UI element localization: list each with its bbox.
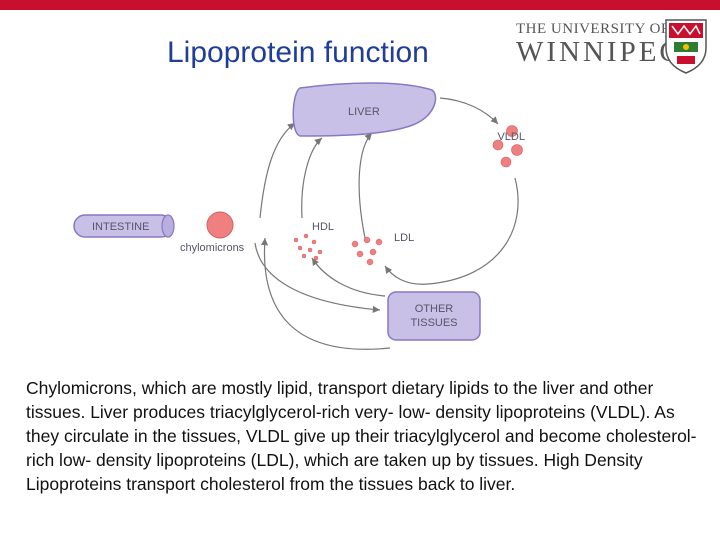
ldl-label: LDL: [394, 232, 414, 244]
circulation-arrows: [254, 97, 519, 350]
arrow-liver-to-vldl: [439, 97, 499, 125]
chylomicron-particle: [206, 211, 234, 239]
liver-shape: [292, 82, 437, 137]
other-tissues-box: [387, 291, 481, 341]
logo-line-2: WINNIPEG: [516, 36, 684, 68]
intestine-label: INTESTINE: [92, 221, 149, 233]
ldl-particles: [351, 236, 383, 266]
vldl-label: VLDL: [497, 131, 525, 143]
tissues-label-line-1: OTHER: [415, 303, 454, 315]
tissues-label-line-2: TISSUES: [410, 317, 457, 329]
vldl-particles: [492, 125, 523, 168]
liver-label: LIVER: [348, 106, 380, 118]
arrow-chylomicrons-to-tissues: [254, 242, 381, 313]
top-accent-bar: [0, 0, 720, 10]
lipoprotein-cycle-diagram: LIVER VLDL HDL LDL INTESTINE chylomicron…: [73, 82, 525, 350]
hdl-particles: [293, 233, 323, 261]
slide-title: Lipoprotein function: [167, 36, 429, 69]
arrow-vldl-to-ldl: [384, 177, 519, 285]
intestine-end: [161, 214, 175, 238]
arrow-chylomicrons-to-liver: [259, 122, 296, 219]
hdl-label: HDL: [312, 221, 334, 233]
logo-line-1: THE UNIVERSITY OF: [516, 21, 670, 37]
university-logo-text: THE UNIVERSITY OF WINNIPEG: [516, 22, 683, 67]
chylomicrons-label: chylomicrons: [180, 242, 245, 254]
slide-body-text: Chylomicrons, which are mostly lipid, tr…: [26, 378, 697, 494]
university-crest-icon: [665, 19, 707, 74]
arrow-tissues-loop: [260, 237, 391, 350]
arrow-tissues-to-hdl: [311, 257, 386, 297]
arrow-hdl-to-liver: [301, 137, 323, 219]
arrow-ldl-to-liver: [358, 132, 373, 239]
